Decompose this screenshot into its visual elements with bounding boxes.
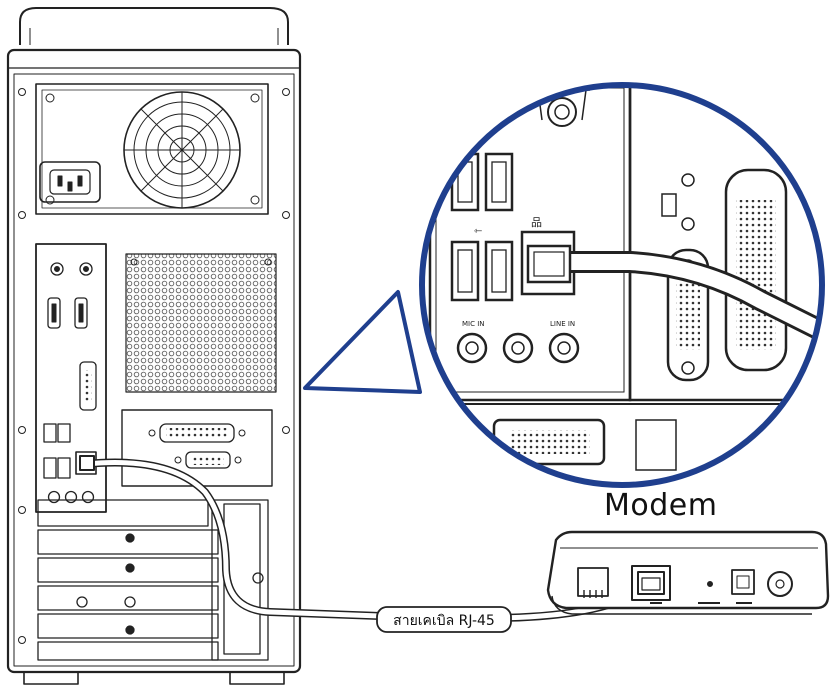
pc-tower — [6, 7, 302, 685]
zoom-callout: SS⇽ ⇽ 品 — [303, 82, 825, 488]
cable-label-pill: สายเคเบิล RJ-45 — [376, 606, 512, 633]
svg-text:品: 品 — [531, 216, 542, 229]
modem-title: Modem — [604, 488, 718, 523]
legacy-port-plate — [121, 409, 273, 487]
svg-text:⇽: ⇽ — [474, 226, 482, 237]
vent-mesh — [125, 253, 277, 393]
zoom-line-in-label: LINE IN — [550, 320, 575, 328]
modem-device — [546, 530, 830, 615]
cable-label: สายเคเบิล RJ-45 — [393, 613, 495, 629]
power-supply — [35, 83, 269, 215]
rj45-cable — [79, 455, 642, 622]
zoom-mic-in-label: MIC IN — [462, 320, 485, 328]
rear-io-panel — [35, 243, 107, 513]
